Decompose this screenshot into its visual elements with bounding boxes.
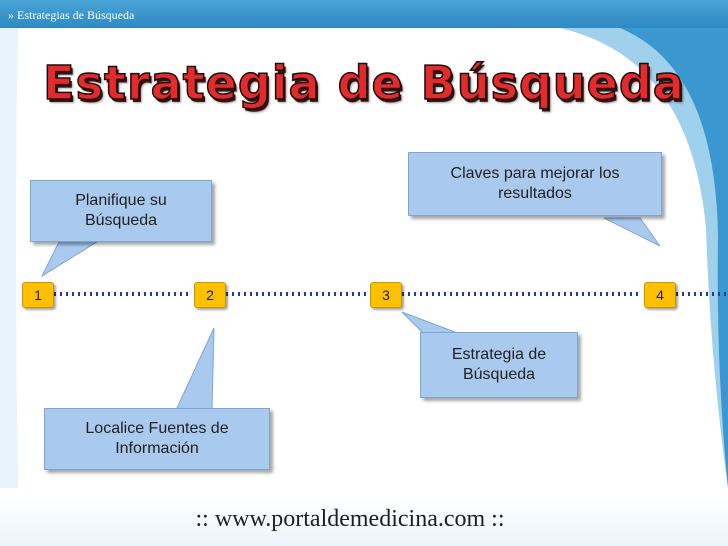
timeline-marker-2: 2	[194, 282, 226, 308]
top-band	[0, 0, 728, 28]
footer: :: www.portaldemedicina.com ::	[0, 496, 728, 546]
pointer-estrategia	[401, 311, 461, 335]
callout-estrategia-text: Estrategia de Búsqueda	[451, 346, 547, 383]
pointer-localice	[175, 327, 215, 411]
left-edge	[0, 28, 18, 488]
callout-planifique: Planifique su Búsqueda	[30, 180, 212, 242]
timeline-marker-3: 3	[370, 282, 402, 308]
timeline-marker-4: 4	[644, 282, 676, 308]
pointer-claves	[603, 217, 661, 247]
callout-claves-text: Claves para mejorar los resultados	[450, 165, 620, 202]
callout-planifique-text: Planifique su Búsqueda	[75, 192, 167, 229]
callout-localice-text: Localice Fuentes de Información	[85, 420, 229, 457]
right-swoosh-dark	[620, 28, 728, 488]
breadcrumb: » Estrategias de Búsqueda	[8, 8, 135, 22]
pointer-planifique	[40, 239, 102, 278]
footer-url: :: www.portaldemedicina.com ::	[195, 506, 505, 532]
timeline-marker-1: 1	[22, 282, 54, 308]
callout-localice: Localice Fuentes de Información	[44, 408, 270, 470]
callout-estrategia: Estrategia de Búsqueda	[420, 332, 578, 398]
callout-claves: Claves para mejorar los resultados	[408, 152, 662, 216]
slide-title: Estrategia de Búsqueda	[42, 55, 685, 111]
